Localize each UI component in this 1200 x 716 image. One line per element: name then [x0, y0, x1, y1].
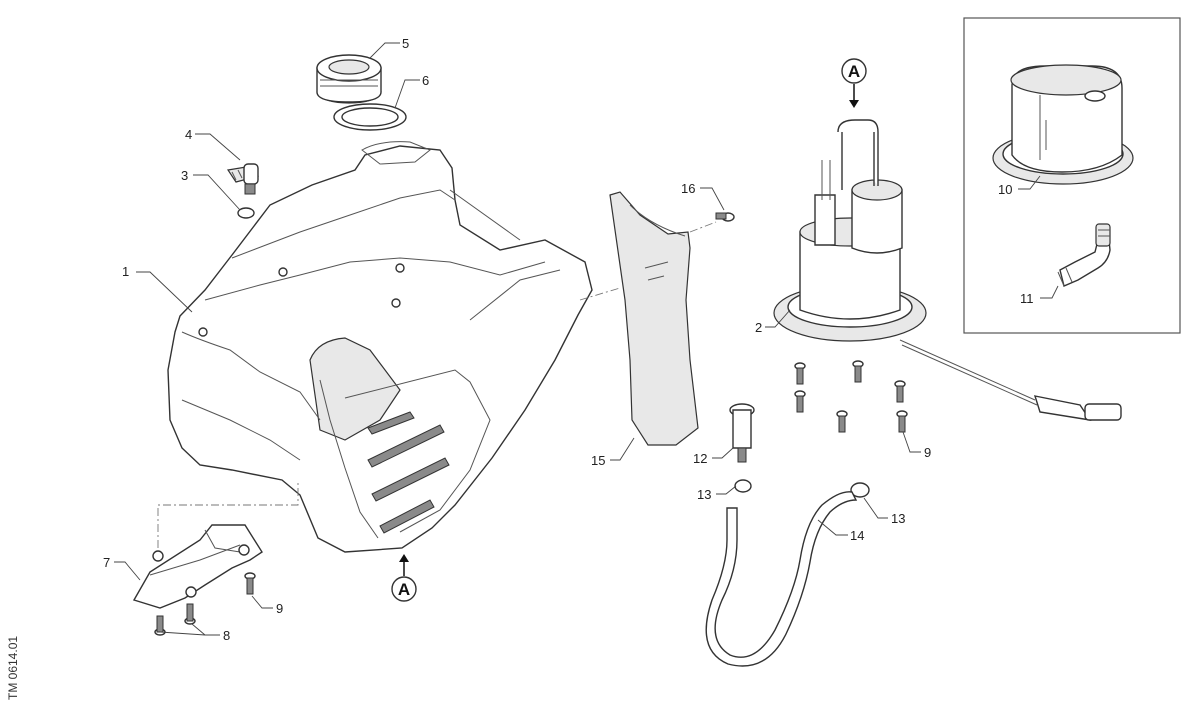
leader-9-left — [251, 595, 273, 609]
leader-5 — [369, 42, 400, 59]
assembly-line-screw — [689, 221, 717, 233]
callout-9-right: 9 — [924, 445, 931, 460]
part-2-fuel-pump — [773, 119, 1122, 421]
part-9-bolt-left — [244, 572, 256, 595]
part-10-pump-housing — [992, 64, 1134, 185]
leader-9-right — [902, 431, 921, 453]
part-15-heat-shield — [609, 191, 699, 446]
part-3-washer — [237, 207, 255, 219]
callout-5: 5 — [402, 36, 409, 51]
callout-13-right: 13 — [891, 511, 905, 526]
leader-1 — [136, 271, 193, 313]
part-1-fuel-tank — [167, 141, 593, 553]
callout-15: 15 — [591, 453, 605, 468]
leader-6 — [394, 79, 420, 109]
leader-3 — [193, 174, 241, 211]
callout-3: 3 — [181, 168, 188, 183]
part-14-fuel-hose — [705, 491, 858, 667]
callout-6: 6 — [422, 73, 429, 88]
part-12-quick-connector — [729, 403, 755, 463]
leader-14 — [817, 519, 848, 536]
leader-13-left — [716, 485, 737, 495]
svg-text:A: A — [848, 62, 860, 81]
callout-7: 7 — [103, 555, 110, 570]
part-8-bolts — [154, 603, 196, 636]
part-7-mounting-bracket — [132, 524, 263, 609]
inset-frame — [963, 17, 1181, 334]
leader-16 — [700, 187, 725, 211]
callout-9-left: 9 — [276, 601, 283, 616]
callout-2: 2 — [755, 320, 762, 335]
leader-11 — [1040, 285, 1059, 299]
callout-8: 8 — [223, 628, 230, 643]
callout-4: 4 — [185, 127, 192, 142]
part-9-bolts-right — [794, 360, 908, 433]
callout-12: 12 — [693, 451, 707, 466]
part-5-filler-cap — [316, 54, 382, 104]
leader-15 — [610, 437, 635, 461]
callout-13-left: 13 — [697, 487, 711, 502]
leader-4 — [195, 133, 241, 161]
leader-8 — [159, 623, 220, 636]
part-16-screw — [715, 212, 735, 222]
leader-12 — [712, 447, 734, 459]
callout-11: 11 — [1020, 291, 1034, 306]
part-11-elbow-connector — [1057, 223, 1111, 287]
callout-14: 14 — [850, 528, 864, 543]
callout-10: 10 — [998, 182, 1012, 197]
callout-16: 16 — [681, 181, 695, 196]
assembly-line-bracket — [157, 480, 299, 548]
callout-1: 1 — [122, 264, 129, 279]
leader-13-right — [863, 497, 888, 519]
view-marker-top: A — [841, 58, 867, 108]
leader-7 — [114, 561, 141, 581]
part-13-clamp-right — [850, 482, 870, 498]
part-13-clamp-left — [734, 479, 752, 493]
assembly-line-shield — [579, 287, 621, 301]
leader-2 — [765, 309, 791, 328]
part-4-breather-fitting — [226, 163, 259, 195]
leader-10 — [1018, 175, 1041, 190]
svg-text:A: A — [398, 580, 410, 599]
drawing-code: TM 0614.01 — [6, 635, 20, 700]
view-marker-bottom: A — [391, 554, 417, 602]
part-6-seal-ring — [333, 103, 407, 131]
